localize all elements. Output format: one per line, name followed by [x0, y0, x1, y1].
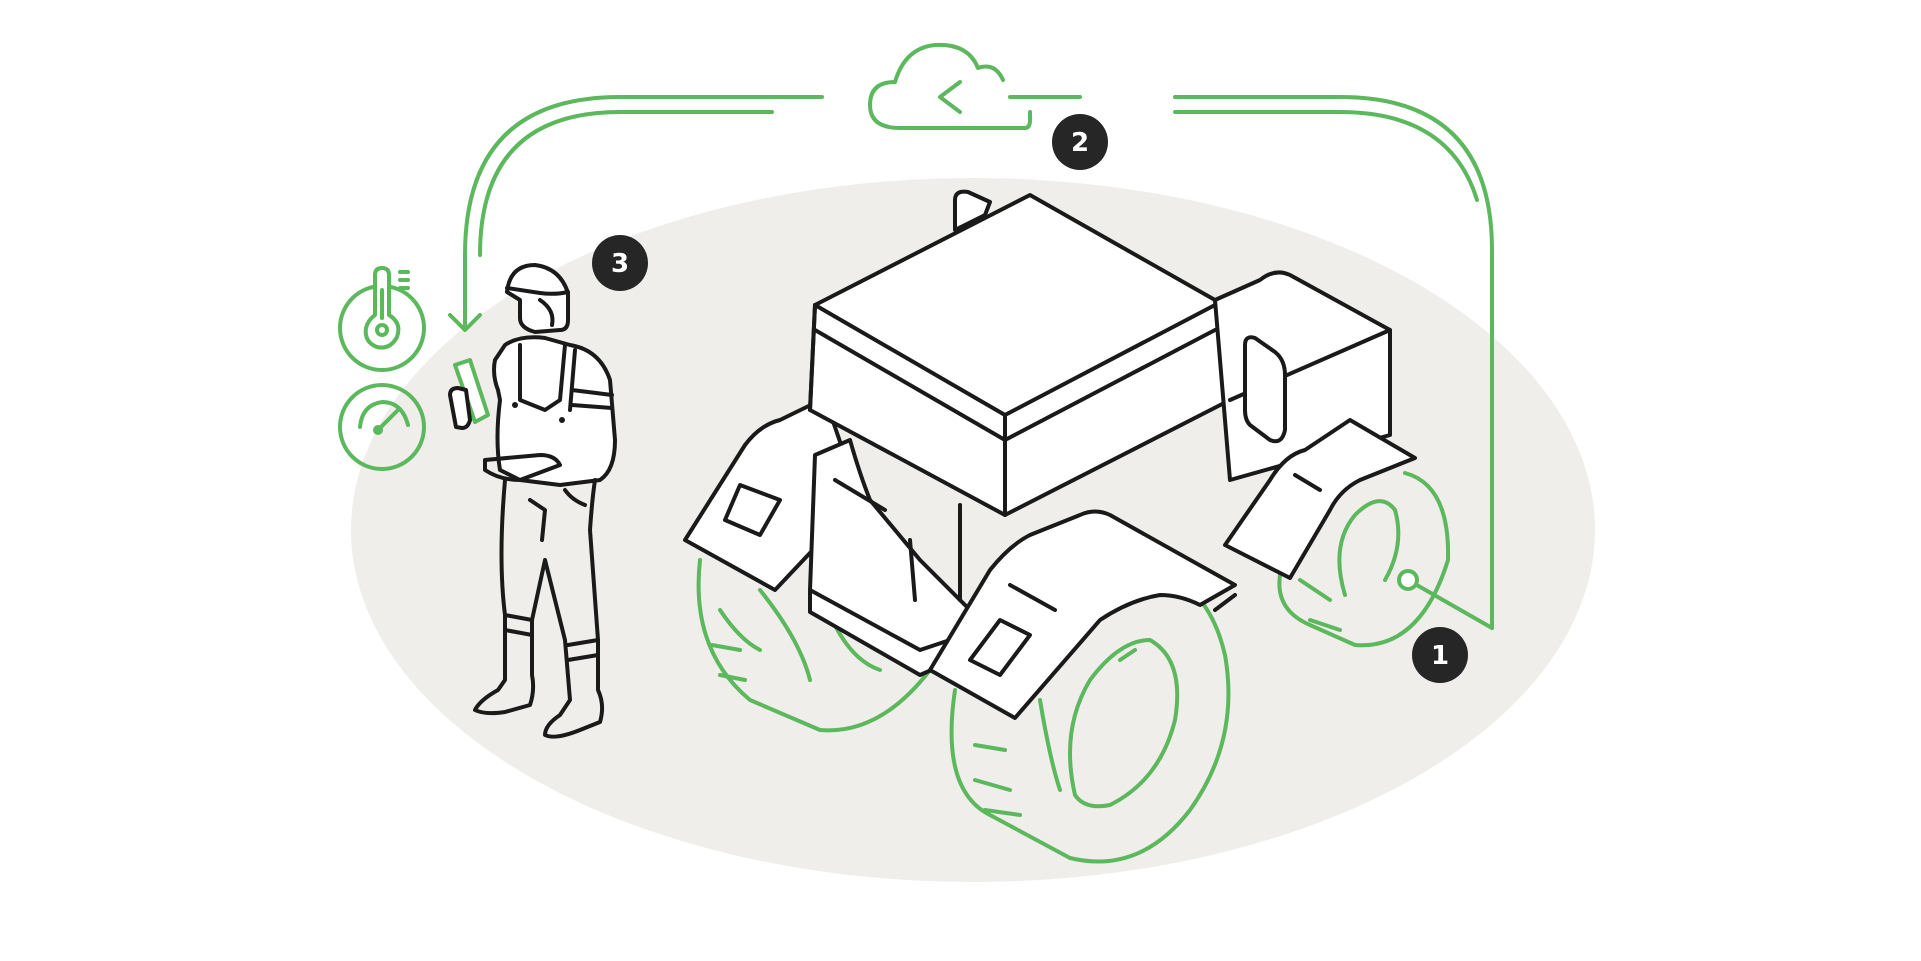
step-badge-2: 2 [1052, 114, 1108, 170]
gauge-icon [338, 383, 426, 471]
step-badge-3-label: 3 [611, 249, 629, 279]
step-badge-1: 1 [1412, 627, 1468, 683]
data-flow-loop [448, 80, 1494, 630]
cloud-icon [868, 42, 1032, 130]
farmer-figure [448, 263, 617, 739]
front-wheel [949, 568, 1231, 864]
step-badge-2-label: 2 [1071, 128, 1089, 158]
robot-body [683, 189, 1417, 720]
thermometer-icon [338, 266, 426, 372]
step-badge-1-label: 1 [1431, 641, 1449, 671]
step-badge-3: 3 [592, 235, 648, 291]
sensor-node-icon [1397, 569, 1419, 591]
rear-right-wheel [1277, 471, 1451, 648]
